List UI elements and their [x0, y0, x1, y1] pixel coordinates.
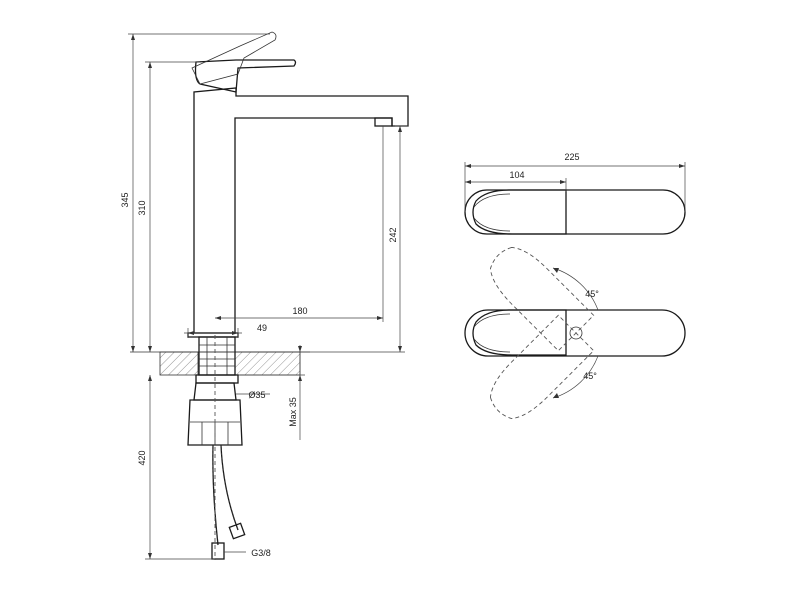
angle-down-label: 45°	[583, 371, 597, 381]
dim-spout-top-label: 310	[137, 200, 147, 215]
dimension-lines-top	[464, 162, 686, 212]
aerator-outlet	[374, 117, 393, 127]
dim-total-height-label: 345	[120, 192, 130, 207]
dim-connection-label: G3/8	[251, 548, 271, 558]
dim-hose-length-label: 420	[137, 450, 147, 465]
rotation-view-handle	[472, 309, 567, 356]
handle-ghost	[191, 31, 277, 85]
dim-base-label: 49	[257, 323, 267, 333]
dim-max-deck-label: Max 35	[288, 397, 298, 427]
flexible-hoses	[211, 444, 246, 560]
rotation-view-faucet	[464, 246, 686, 420]
angle-labels: 45° 45°	[583, 289, 599, 381]
dim-outlet-height-label: 242	[388, 227, 398, 242]
dimension-labels-top: 225 104	[509, 152, 579, 180]
top-view-faucet	[464, 189, 686, 235]
faucet-body	[193, 87, 409, 334]
top-view-handle	[472, 189, 567, 235]
dimension-lines-side	[128, 33, 408, 560]
threaded-shank	[195, 336, 239, 384]
dim-reach-label: 180	[292, 306, 307, 316]
handle-lever	[194, 59, 297, 93]
dim-overall-length-label: 225	[564, 152, 579, 162]
dimension-labels-side: 345 310 242 180 49 Ø35 Max 35 420 G3/8	[120, 192, 398, 558]
dim-thread-diameter-label: Ø35	[248, 390, 265, 400]
countertop-section	[130, 351, 310, 376]
dim-handle-length-label: 104	[509, 170, 524, 180]
side-view-faucet	[187, 31, 409, 338]
angle-up-label: 45°	[585, 289, 599, 299]
